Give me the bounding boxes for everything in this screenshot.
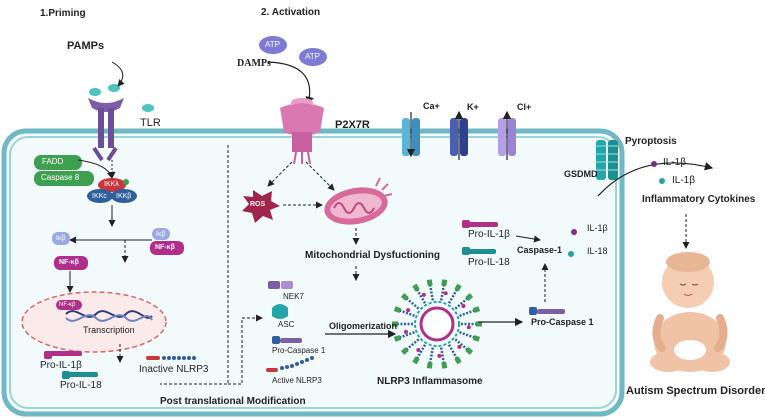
ion-channel-cl-icon: [498, 110, 516, 160]
pro-caspase1-label: Pro-Caspase 1: [531, 317, 594, 327]
asc-label: ASC: [278, 320, 295, 329]
baby-illustration: [650, 252, 730, 372]
atp-label-1: ATP: [265, 40, 280, 49]
pro-il18-left-label: Pro-IL-18: [60, 380, 102, 391]
mito-dysfunction-label: Mitochondrial Dysfuctioning: [305, 250, 440, 261]
gsdmd-label: GSDMD: [564, 169, 598, 179]
atp-label-2: ATP: [305, 52, 320, 61]
ca-ion-label: Ca+: [423, 101, 440, 111]
il1b-mid-label: IL-1β: [587, 223, 608, 233]
nek7-label: NEK7: [283, 292, 304, 301]
pamps-arrow: [111, 61, 125, 87]
pamp-dots: [89, 84, 154, 112]
tlr-receptor-icon: [88, 98, 124, 162]
active-nlrp3-label: Active NLRP3: [272, 376, 322, 385]
ion-channel-ca-icon: [402, 112, 420, 158]
transcription-label: Transcription: [83, 325, 135, 335]
nlrp3-inflammasome-label: NLRP3 Inflammasome: [377, 376, 483, 387]
oligomerization-label: Oligomerization: [329, 321, 398, 331]
inflammasome-components: [266, 281, 314, 372]
ros-label: ROS: [250, 201, 266, 208]
section-priming-title: 1.Priming: [40, 8, 86, 19]
pro-caspase1-list-label: Pro-Caspase 1: [272, 346, 326, 355]
asd-label: Autism Spectrum Disorder: [626, 385, 765, 397]
nfkb-right-label: NF-κβ: [155, 244, 175, 251]
ikk-complex: [87, 178, 137, 203]
ros-star-icon: [242, 190, 280, 223]
mitochondria-icon: [324, 177, 393, 225]
ikka-label: IKKλ: [104, 181, 119, 188]
inactive-nlrp3-icon: [146, 356, 196, 360]
k-ion-label: K+: [467, 102, 479, 112]
nfkb-nucleus-label: NF-κβ: [59, 302, 76, 308]
tlr-label: TLR: [140, 117, 161, 129]
p2x7r-to-ros-arrow: [267, 161, 293, 187]
pro-il18-mid-label: Pro-IL-18: [468, 257, 510, 268]
p2x7r-receptor-icon: [280, 98, 324, 165]
cytokine-dots-mid: [568, 229, 577, 257]
atp-bubbles: [259, 36, 327, 66]
fadd-label: FADD: [42, 157, 64, 166]
nlrp3-inflammasome-icon: [392, 279, 482, 369]
pyroptosis-arrow: [597, 162, 714, 197]
cl-ion-label: Cl+: [517, 102, 532, 112]
p2x7r-to-mito-arrow: [305, 161, 335, 191]
gsdmd-pore-icon: [596, 140, 618, 180]
inactive-nlrp3-label: Inactive NLRP3: [139, 364, 209, 375]
pamps-label: PAMPs: [67, 40, 105, 52]
il1b-out-label-1: IL-1β: [663, 157, 686, 168]
ikkb-label: IKKβ: [116, 193, 132, 200]
caspase8-label: Caspase 8: [41, 173, 80, 182]
cytokine-dots-out: [651, 161, 665, 184]
ptm-to-asc-arrow: [228, 314, 263, 385]
pro-il-proteins-left: [44, 351, 98, 379]
pro-caspase1-icon: [529, 307, 565, 315]
ion-channel-k-icon: [450, 110, 468, 160]
pro-il1b-mid-label: Pro-IL-1β: [468, 229, 510, 240]
ikb-right-label: Iκβ: [156, 231, 166, 238]
ikkc-label: IKKc: [92, 193, 107, 200]
cell-membrane: [1, 128, 625, 417]
post-translational-label: Post translational Modification: [160, 396, 306, 407]
caspase1-label: Caspase-1: [517, 245, 563, 255]
nfkb-left-label: NF-κβ: [59, 259, 79, 266]
pro-il1b-left-label: Pro-IL-1β: [40, 360, 82, 371]
section-activation-title: 2. Activation: [261, 7, 321, 18]
pyroptosis-label: Pyroptosis: [625, 136, 677, 147]
damps-arrow: [267, 61, 314, 106]
il1b-out-label-2: IL-1β: [672, 175, 695, 186]
pro-il-proteins-mid: [462, 220, 498, 255]
ikb-nfkb-pills: [52, 228, 184, 270]
damps-label: DAMPs: [237, 58, 271, 69]
fadd-caspase8-complex: [34, 155, 94, 186]
nucleus: [21, 291, 167, 353]
il18-mid-label: IL-18: [587, 246, 608, 256]
inflammatory-cytokines-label: Inflammatory Cytokines: [642, 194, 756, 205]
pro-il-to-caspase-arrow: [515, 235, 541, 243]
ikb-left-label: Iκβ: [56, 235, 66, 242]
p2x7r-label: P2X7R: [335, 119, 370, 131]
